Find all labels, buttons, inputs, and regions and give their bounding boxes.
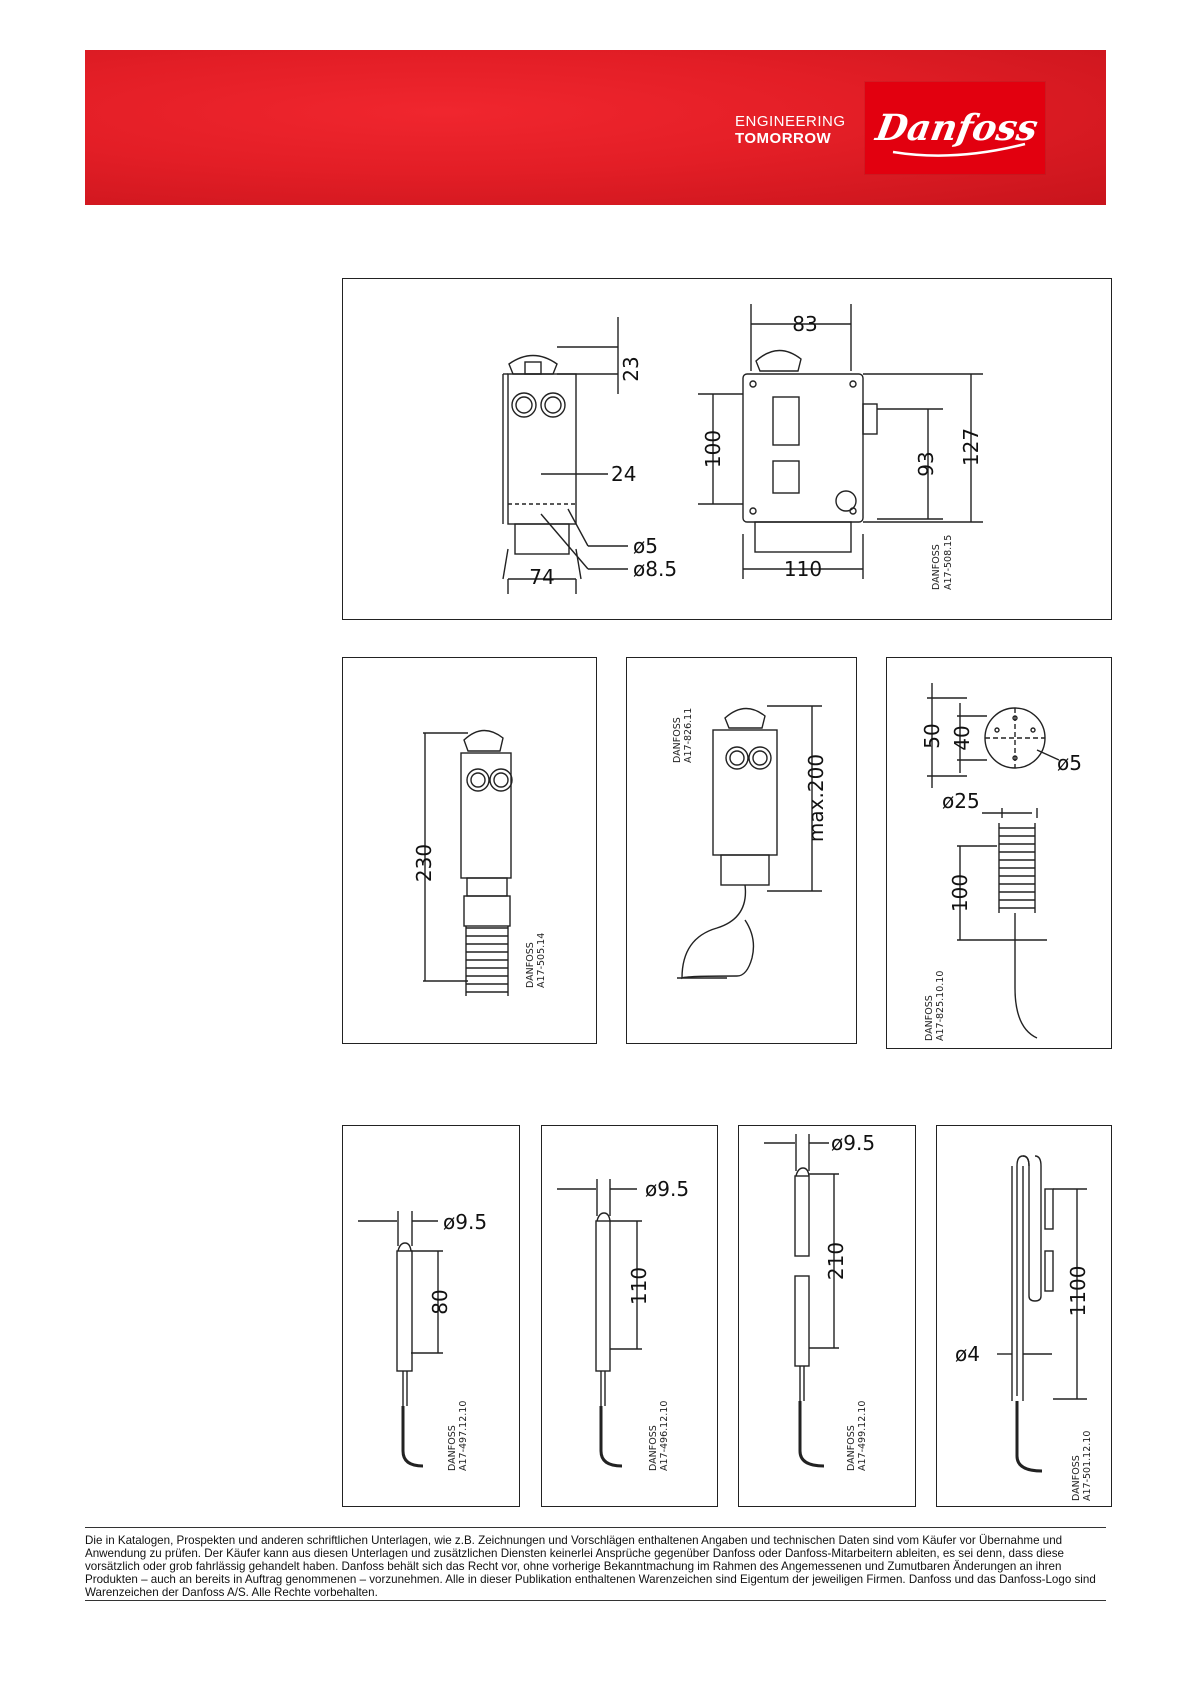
dim-80: 80 [428, 1289, 452, 1314]
drawing-coil-sensor: 50 40 ø5 ø25 100 DANFOSS A17-825.10.10 [886, 657, 1112, 1049]
dim-o9-5: ø9.5 [831, 1131, 875, 1155]
tagline-line1: ENGINEERING [735, 113, 846, 130]
dim-110: 110 [784, 557, 822, 581]
drawing-code-line1: DANFOSS [846, 1425, 857, 1471]
dim-40: 40 [950, 725, 974, 750]
drawing-capillary-1100: 1100 ø4 DANFOSS A17-501.12.10 [936, 1125, 1112, 1507]
footer-rule-bottom [85, 1600, 1106, 1601]
drawing-code-line1: DANFOSS [447, 1425, 458, 1471]
dim-127: 127 [959, 428, 983, 466]
dim-50: 50 [920, 723, 944, 748]
drawing-code-line1: DANFOSS [672, 717, 683, 763]
drawing-capillary-max-200: max.200 DANFOSS A17-826.11 [626, 657, 857, 1044]
dim-o5: ø5 [1057, 751, 1082, 775]
dim-o5: ø5 [633, 534, 658, 558]
drawing-bulb-210: ø9.5 210 DANFOSS A17-499.12.10 [738, 1125, 916, 1507]
drawing-code-line2: A17-505.14 [536, 933, 547, 988]
drawing-code-line1: DANFOSS [525, 942, 536, 988]
dim-100: 100 [701, 430, 725, 468]
dim-23: 23 [619, 356, 643, 381]
drawing-code-line1: DANFOSS [931, 544, 942, 590]
drawing-code-line2: A17-825.10.10 [935, 971, 946, 1041]
dim-100: 100 [948, 874, 972, 912]
drawing-code-line2: A17-508.15 [943, 535, 954, 590]
dim-o9-5: ø9.5 [645, 1177, 689, 1201]
legal-disclaimer: Die in Katalogen, Prospekten und anderen… [85, 1534, 1096, 1599]
dim-24: 24 [611, 462, 636, 486]
footer-rule-top [85, 1527, 1106, 1528]
dim-o8-5: ø8.5 [633, 557, 677, 581]
dim-1100: 1100 [1066, 1266, 1090, 1317]
danfoss-logo: Danfoss [865, 82, 1045, 174]
dim-110: 110 [627, 1267, 651, 1305]
drawing-housing-dimensions: 23 83 100 93 127 24 ø5 ø8.5 74 110 DANFO… [342, 278, 1112, 620]
drawing-bulb-110: ø9.5 110 DANFOSS A17-496.12.10 [541, 1125, 718, 1507]
dim-o9-5: ø9.5 [443, 1210, 487, 1234]
dim-230: 230 [412, 844, 436, 882]
drawing-code-line2: A17-501.12.10 [1082, 1431, 1093, 1501]
drawing-remote-bulb-230: 230 DANFOSS A17-505.14 [342, 657, 597, 1044]
drawing-code-line1: DANFOSS [924, 995, 935, 1041]
dim-74: 74 [529, 565, 554, 589]
drawing-code-line2: A17-496.12.10 [659, 1401, 670, 1471]
drawing-code-line2: A17-497.12.10 [458, 1401, 469, 1471]
dim-83: 83 [792, 312, 817, 336]
dim-o4: ø4 [955, 1342, 980, 1366]
dim-210: 210 [824, 1242, 848, 1280]
logo-wordmark: Danfoss [872, 106, 1041, 149]
drawing-code-line2: A17-826.11 [683, 708, 694, 763]
drawing-code-line2: A17-499.12.10 [857, 1401, 868, 1471]
drawing-code-line1: DANFOSS [648, 1425, 659, 1471]
tagline-line2: TOMORROW [735, 130, 832, 147]
drawing-bulb-80: ø9.5 80 DANFOSS A17-497.12.10 [342, 1125, 520, 1507]
drawing-code-line1: DANFOSS [1071, 1455, 1082, 1501]
dim-max-200: max.200 [804, 754, 828, 842]
tagline: ENGINEERING TOMORROW [735, 113, 846, 147]
dim-93: 93 [914, 451, 938, 476]
dim-o25: ø25 [942, 789, 980, 813]
